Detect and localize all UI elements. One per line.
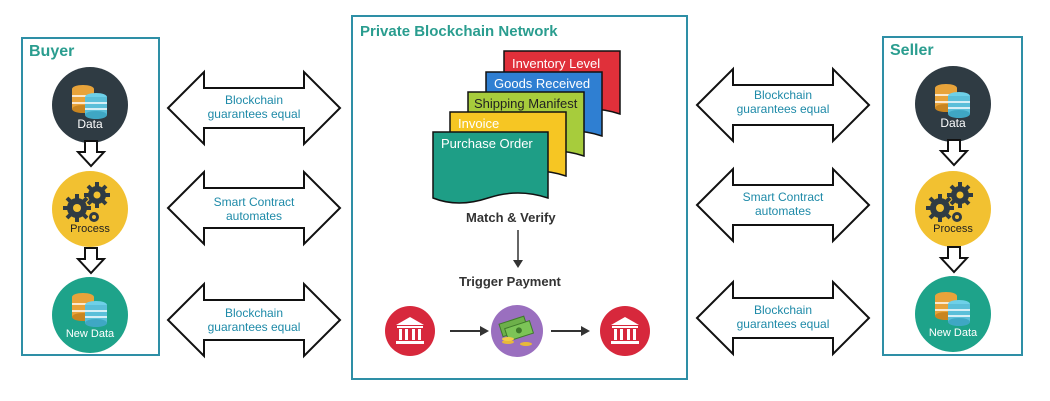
right-arrow-3-label: Blockchain guarantees equal [725,303,841,331]
doc-goods-received: Goods Received [494,76,591,91]
database-icon [935,292,970,326]
database-icon [935,84,970,118]
double-arrow-icon [695,166,871,244]
seller-new-data-node: New Data [915,276,991,352]
right-arrow-icon [450,326,489,336]
doc-inventory-level: Inventory Level [512,56,601,71]
double-arrow-icon [695,66,871,144]
seller-process-node: Process [915,171,991,247]
match-verify-label: Match & Verify [466,210,556,225]
down-arrow-icon [75,140,107,168]
seller-process-label: Process [933,223,973,235]
right-arrow-1-line1: Blockchain [753,88,813,102]
left-arrow-3-label: Blockchain guarantees equal [196,306,312,334]
database-icon [72,85,107,119]
money-icon [491,305,543,357]
right-arrow-1-label: Blockchain guarantees equal [725,88,841,116]
seller-title: Seller [890,42,934,59]
left-arrow-1-label: Blockchain guarantees equal [196,93,312,121]
seller-data-node: Data [915,66,991,142]
buyer-title: Buyer [29,43,75,60]
double-arrow-icon [166,69,342,147]
buyer-data-node: Data [52,67,128,143]
double-arrow-icon [695,279,871,357]
gears-icon [926,182,973,222]
buyer-process-node: Process [52,171,128,247]
left-arrow-1-line2: guarantees equal [207,107,301,121]
right-arrow-3-line2: guarantees equal [736,317,830,331]
buyer-process-label: Process [70,223,110,235]
right-arrow-1-line2: guarantees equal [736,102,830,116]
right-arrow-2-line2: automates [754,204,812,218]
trigger-payment-label: Trigger Payment [459,274,561,289]
bank-icon [385,306,435,356]
doc-invoice: Invoice [458,116,500,131]
right-arrow-3-line1: Blockchain [753,303,813,317]
double-arrow-icon [166,281,342,359]
right-arrow-2-line1: Smart Contract [742,190,824,204]
network-title: Private Blockchain Network [360,23,558,40]
left-arrow-1-line1: Blockchain [224,93,284,107]
left-arrow-2-line2: automates [225,209,283,223]
buyer-new-data-label: New Data [65,328,115,340]
doc-shipping-manifest: Shipping Manifest [474,96,578,111]
right-arrow-icon [551,326,590,336]
buyer-data-label: Data [77,117,103,131]
seller-data-label: Data [940,116,966,130]
buyer-new-data-node: New Data [52,277,128,353]
gears-icon [63,182,110,222]
left-arrow-2-line1: Smart Contract [213,195,295,209]
doc-purchase-order: Purchase Order [441,136,533,151]
bank-icon [600,306,650,356]
down-arrow-icon [938,246,970,274]
left-arrow-2-label: Smart Contract automates [196,195,312,223]
document-stack [432,50,621,204]
left-arrow-3-line2: guarantees equal [207,320,301,334]
down-arrow-icon [75,247,107,275]
seller-new-data-label: New Data [928,327,978,339]
right-arrow-2-label: Smart Contract automates [725,190,841,218]
down-arrow-icon [513,230,523,268]
database-icon [72,293,107,327]
down-arrow-icon [938,139,970,167]
left-arrow-3-line1: Blockchain [224,306,284,320]
double-arrow-icon [166,169,342,247]
